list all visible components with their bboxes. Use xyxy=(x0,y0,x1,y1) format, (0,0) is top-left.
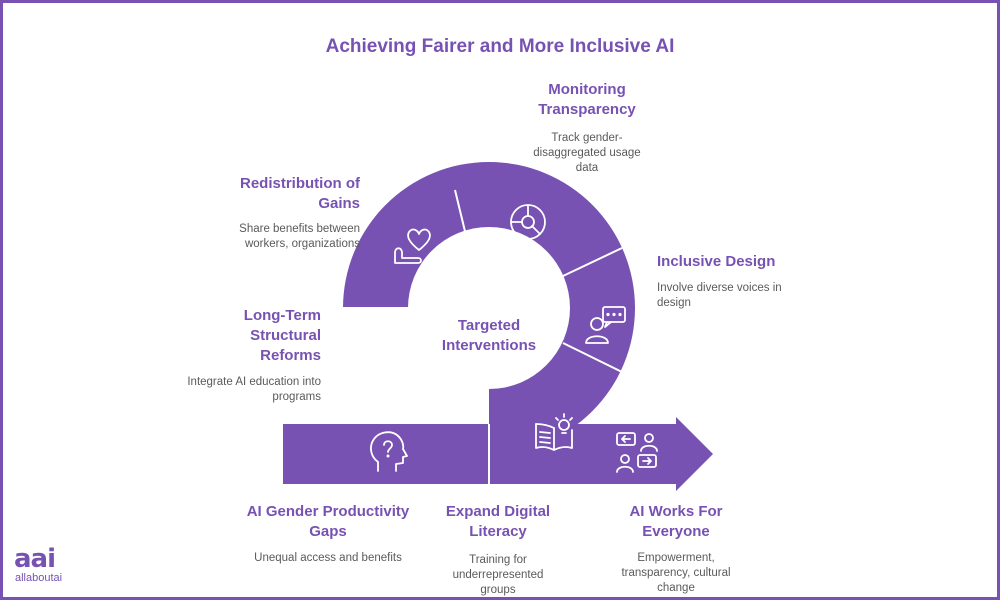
cycle-ring xyxy=(343,162,635,454)
stage-description: Training for underrepresented groups xyxy=(452,554,544,596)
pie-chart-icon xyxy=(510,204,546,240)
stage-description: Involve diverse voices in design xyxy=(657,282,782,309)
center-label: Targeted Interventions xyxy=(441,317,537,354)
stage-title: Long-Term Structural Reforms xyxy=(243,307,321,364)
hand-heart-icon xyxy=(394,228,431,264)
stage-title: AI Gender Productivity Gaps xyxy=(246,503,410,540)
brand-name: allaboutai xyxy=(15,572,63,584)
stage-title: Redistribution of Gains xyxy=(240,175,360,212)
stage-description: Empowerment, transparency, cultural chan… xyxy=(621,552,731,594)
question-head-icon xyxy=(370,431,408,472)
brand-logo: aai allaboutai xyxy=(14,546,62,584)
stage-title: AI Works For Everyone xyxy=(629,503,723,540)
progress-bar xyxy=(283,417,713,491)
stage-title: Expand Digital Literacy xyxy=(445,503,551,540)
stage-title: Inclusive Design xyxy=(657,253,776,270)
stage-description: Unequal access and benefits xyxy=(254,552,402,564)
segment-dividers xyxy=(343,189,623,484)
stage-description: Share benefits between workers, organiza… xyxy=(239,223,360,250)
education-grade-icon xyxy=(362,358,400,394)
brand-mark: aai xyxy=(14,544,56,574)
stage-description: Integrate AI education into programs xyxy=(187,376,321,403)
stage-description: Track gender-disaggregated usage data xyxy=(533,132,641,174)
people-exchange-icon xyxy=(616,432,658,473)
stage-title: Monitoring Transparency xyxy=(538,81,636,118)
person-speech-icon xyxy=(585,306,626,344)
book-lightbulb-icon xyxy=(535,413,573,451)
infographic-title: Achieving Fairer and More Inclusive AI xyxy=(325,36,675,57)
